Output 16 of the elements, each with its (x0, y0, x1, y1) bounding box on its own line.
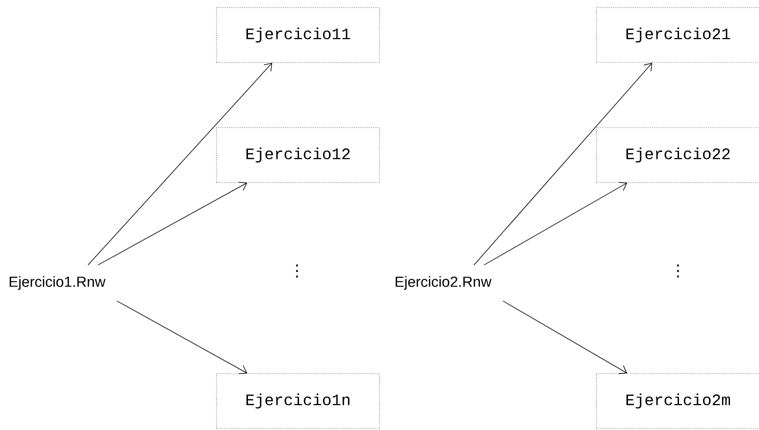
file-name: Ejercicio2.Rnw (396, 276, 492, 290)
vertical-ellipsis: ⋮ (296, 264, 298, 278)
output-box: Ejercicio2m (596, 373, 759, 429)
file-name: Ejercicio1.Rnw (10, 276, 106, 290)
arrow (484, 182, 628, 266)
vertical-ellipsis: ⋮ (677, 264, 679, 278)
output-box: Ejercicio1n (216, 373, 380, 429)
output-box: Ejercicio12 (216, 127, 380, 183)
output-box: Ejercicio21 (596, 7, 759, 63)
arrow (88, 62, 272, 266)
arrow (98, 182, 248, 266)
output-box: Ejercicio22 (596, 127, 759, 183)
arrow (116, 300, 248, 374)
arrow (474, 62, 652, 266)
output-box: Ejercicio11 (216, 7, 380, 63)
arrow (502, 300, 628, 374)
